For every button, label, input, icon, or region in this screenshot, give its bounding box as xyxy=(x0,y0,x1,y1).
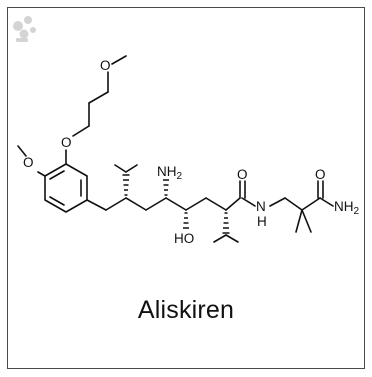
ring-to-methoxy-bond xyxy=(37,171,46,177)
atom-o-carbonyl-2: O xyxy=(315,167,326,182)
methoxy-methyl-bond xyxy=(111,55,127,65)
main-chain-bond xyxy=(145,197,167,211)
bond-skeleton xyxy=(17,55,334,243)
gem-methyl-bond xyxy=(295,209,303,233)
main-chain-bond xyxy=(105,197,127,211)
atom-n-amine: NH2 xyxy=(157,164,183,182)
hashed-wedge-isopropyl-1 xyxy=(122,174,130,196)
isopropyl-methyl-bond xyxy=(225,234,239,243)
compound-name: Aliskiren xyxy=(137,296,235,324)
terminal-amide-bond xyxy=(319,197,334,207)
atom-o-hydroxyl: HO xyxy=(174,231,194,246)
isopropyl-methyl-bond xyxy=(213,234,227,243)
ether-chain-bond xyxy=(72,125,90,137)
benzyl-bond xyxy=(86,199,107,211)
isopropyl-methyl-bond xyxy=(114,164,127,173)
atom-h-amide: H xyxy=(257,214,267,229)
main-chain-bond xyxy=(185,197,207,211)
hashed-wedge-amine xyxy=(163,179,169,196)
molecule-watermark-icon xyxy=(13,16,36,42)
gem-methyl-bond xyxy=(301,209,312,233)
atom-o-carbonyl-1: O xyxy=(237,167,248,182)
amide-chain-bond xyxy=(284,197,303,211)
hashed-wedge-isopropyl-2 xyxy=(222,212,230,234)
ring-double-bond xyxy=(49,196,65,206)
main-chain-bond xyxy=(205,197,227,211)
figure-frame xyxy=(7,7,365,369)
terminal-chain-bond xyxy=(301,197,321,211)
atom-o-ether: O xyxy=(61,135,72,150)
main-chain-bond xyxy=(125,197,147,211)
hashed-wedge-hydroxyl xyxy=(183,212,189,229)
ring-methoxy-methyl-bond xyxy=(17,145,27,157)
main-chain-bond xyxy=(225,197,241,211)
amide-chain-bond xyxy=(269,197,286,207)
atom-n-amide: N xyxy=(256,199,266,214)
atom-o-methoxy-ring: O xyxy=(23,155,34,170)
stereo-hashed-wedges xyxy=(122,174,230,234)
isopropyl-methyl-bond xyxy=(125,164,138,173)
atom-labels: O O O NH2 HO O N H O NH2 xyxy=(23,58,360,246)
atom-o-methoxy-chain: O xyxy=(100,58,111,73)
amide-bond xyxy=(241,197,256,207)
ether-chain-bond xyxy=(88,91,109,104)
atom-n-terminal-amide: NH2 xyxy=(334,199,360,217)
ring-double-bond xyxy=(49,170,65,180)
main-chain-bond xyxy=(165,197,187,211)
